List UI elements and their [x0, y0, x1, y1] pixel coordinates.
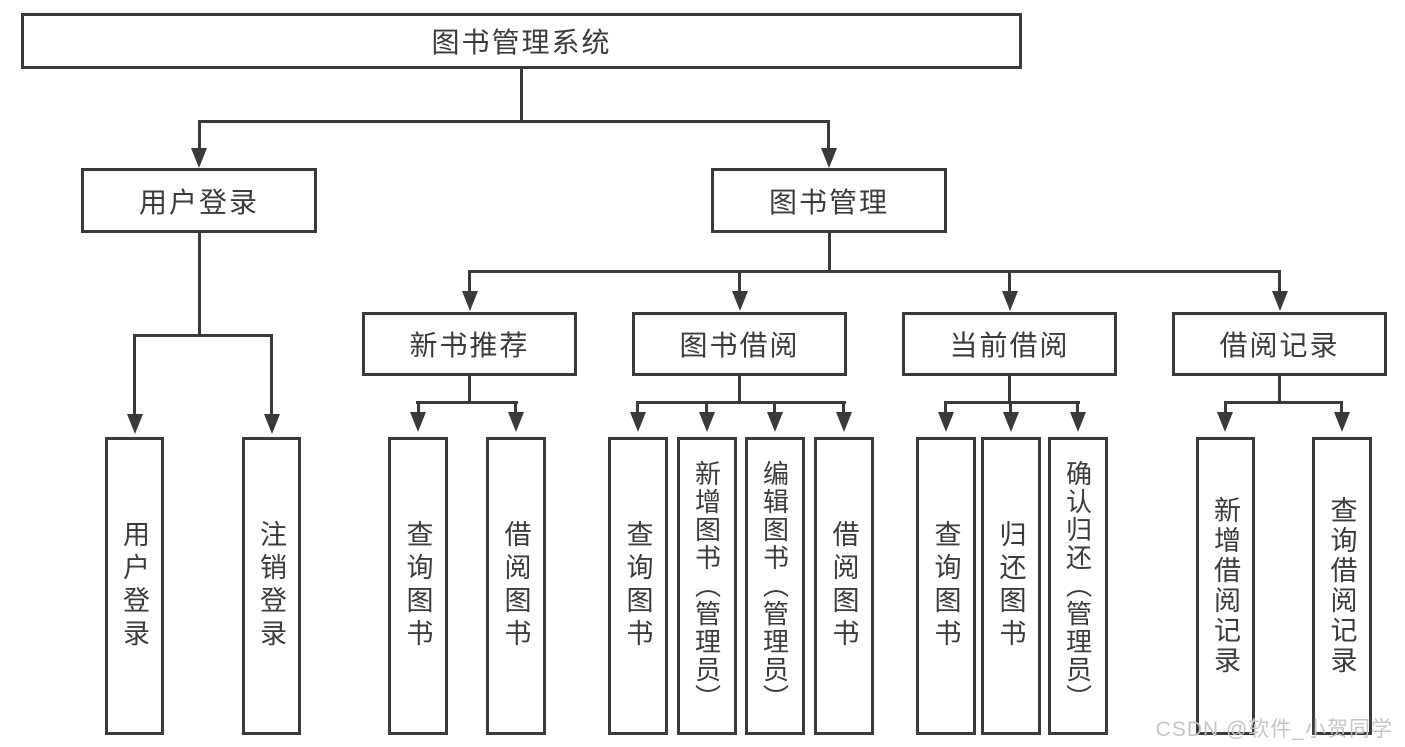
leaf-label: 查询图书 — [930, 520, 961, 652]
arrow-down-icon — [127, 414, 143, 434]
arrow-down-icon — [699, 412, 715, 432]
connector-vline — [514, 404, 517, 412]
leaf-query-books-current: 查询图书 — [916, 437, 976, 735]
leaf-user-login: 用户登录 — [105, 437, 164, 735]
connector-vline — [520, 69, 523, 121]
leaf-label: 注销登录 — [256, 520, 286, 652]
leaf-query-books-borrow: 查询图书 — [608, 437, 668, 735]
arrow-down-icon — [938, 412, 954, 432]
connector-vline — [1278, 376, 1281, 403]
leaf-edit-books-admin: 编辑图书（管理员） — [745, 437, 805, 735]
connector-hline — [468, 270, 1281, 273]
leaf-query-books-recommend: 查询图书 — [388, 437, 448, 735]
node-current-borrow: 当前借阅 — [902, 312, 1117, 376]
connector-vline — [1224, 404, 1227, 412]
node-label: 图书管理 — [768, 186, 889, 218]
arrow-down-icon — [630, 412, 646, 432]
connector-vline — [827, 120, 830, 148]
connector-vline — [468, 273, 471, 291]
leaf-query-borrow-record: 查询借阅记录 — [1312, 437, 1372, 735]
leaf-add-borrow-record: 新增借阅记录 — [1196, 437, 1255, 735]
leaf-label: 借阅图书 — [500, 520, 531, 652]
leaf-borrow-books-recommend: 借阅图书 — [486, 437, 546, 735]
leaf-label: 新增借阅记录 — [1210, 496, 1240, 676]
connector-vline — [1008, 273, 1011, 291]
leaf-borrow-books: 借阅图书 — [814, 437, 874, 735]
node-label: 借阅记录 — [1219, 330, 1340, 361]
node-label: 新书推荐 — [409, 330, 530, 361]
connector-hline — [944, 401, 1080, 404]
connector-vline — [468, 376, 471, 403]
arrow-down-icon — [410, 412, 426, 432]
connector-vline — [1278, 273, 1281, 291]
leaf-label: 新增图书（管理员） — [691, 460, 722, 712]
leaf-label: 查询图书 — [402, 520, 433, 652]
connector-hline — [416, 401, 518, 404]
leaf-return-books: 归还图书 — [981, 437, 1041, 735]
node-user-login: 用户登录 — [81, 168, 317, 233]
arrow-down-icon — [1334, 412, 1350, 432]
leaf-label: 借阅图书 — [828, 520, 859, 652]
connector-vline — [1009, 404, 1012, 412]
leaf-label: 归还图书 — [995, 520, 1026, 652]
arrow-down-icon — [1002, 291, 1018, 311]
leaf-label: 查询图书 — [622, 520, 653, 652]
connector-vline — [773, 404, 776, 412]
connector-vline — [198, 120, 201, 148]
arrow-down-icon — [836, 412, 852, 432]
connector-vline — [636, 404, 639, 412]
connector-vline — [133, 334, 136, 414]
arrow-down-icon — [462, 291, 478, 311]
connector-vline — [828, 233, 831, 272]
arrow-down-icon — [1003, 412, 1019, 432]
connector-hline — [133, 334, 273, 337]
connector-vline — [738, 273, 741, 291]
node-label: 用户登录 — [138, 186, 259, 218]
connector-vline — [1076, 404, 1079, 412]
arrow-down-icon — [1070, 412, 1086, 432]
arrow-down-icon — [264, 414, 280, 434]
leaf-label: 查询借阅记录 — [1326, 496, 1357, 676]
connector-vline — [1008, 376, 1011, 403]
leaf-label: 用户登录 — [119, 520, 149, 652]
connector-vline — [198, 233, 201, 336]
leaf-confirm-return-admin: 确认归还（管理员） — [1048, 437, 1108, 735]
arrow-down-icon — [821, 148, 837, 168]
leaf-logout-login: 注销登录 — [242, 437, 301, 735]
connector-vline — [705, 404, 708, 412]
connector-vline — [1340, 404, 1343, 412]
node-book-borrow: 图书借阅 — [632, 312, 847, 376]
arrow-down-icon — [1217, 412, 1233, 432]
node-new-book-recommend: 新书推荐 — [362, 312, 577, 376]
node-borrow-records: 借阅记录 — [1172, 312, 1387, 376]
connector-vline — [417, 404, 420, 412]
leaf-label: 编辑图书（管理员） — [759, 460, 790, 712]
node-label: 图书借阅 — [679, 330, 800, 361]
node-root: 图书管理系统 — [21, 13, 1022, 69]
leaf-add-books-admin: 新增图书（管理员） — [677, 437, 737, 735]
connector-vline — [944, 404, 947, 412]
connector-hline — [636, 401, 846, 404]
connector-vline — [842, 404, 845, 412]
connector-hline — [1224, 401, 1343, 404]
arrow-down-icon — [191, 148, 207, 168]
connector-vline — [270, 334, 273, 414]
arrow-down-icon — [732, 291, 748, 311]
node-label: 当前借阅 — [949, 330, 1070, 361]
watermark: CSDN @软件_小贺同学 — [1155, 718, 1393, 741]
node-book-management: 图书管理 — [711, 168, 947, 233]
arrow-down-icon — [508, 412, 524, 432]
connector-vline — [738, 376, 741, 403]
arrow-down-icon — [767, 412, 783, 432]
node-label: 图书管理系统 — [431, 27, 612, 58]
leaf-label: 确认归还（管理员） — [1062, 460, 1093, 712]
arrow-down-icon — [1272, 291, 1288, 311]
connector-hline — [198, 120, 830, 123]
